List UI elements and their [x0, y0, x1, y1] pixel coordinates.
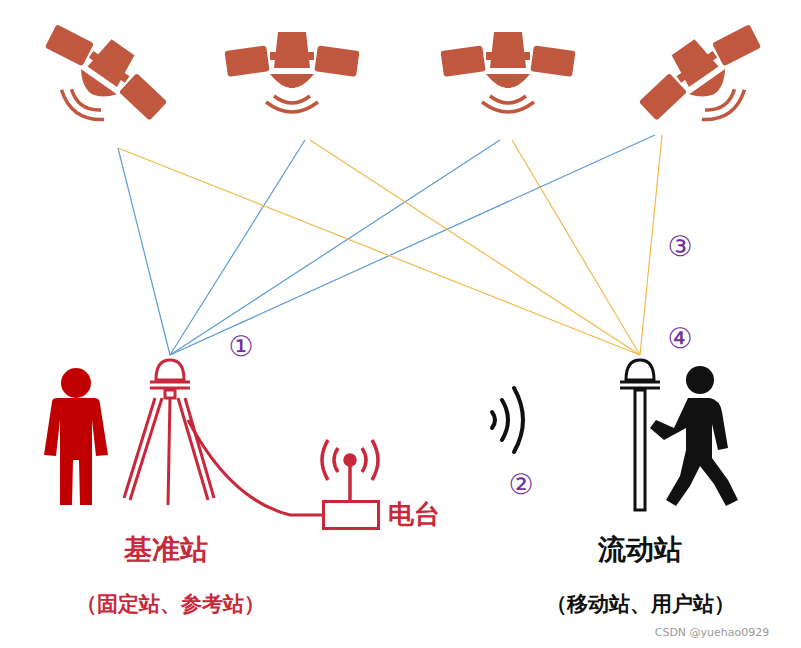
radio-box — [322, 500, 380, 530]
satellites — [22, 8, 785, 151]
rover-person — [650, 366, 738, 506]
base-station — [124, 360, 322, 515]
satellite — [224, 32, 359, 112]
rover-station — [620, 360, 660, 510]
satellite — [628, 8, 785, 151]
satellite — [22, 8, 179, 151]
station-title: 基准站 — [124, 531, 208, 569]
satellite — [440, 32, 575, 112]
radio-waves — [492, 388, 523, 452]
callout-number: ④ — [667, 322, 692, 355]
station-title: 流动站 — [598, 531, 682, 569]
radio-label: 电台 — [388, 497, 440, 532]
radio-antenna — [322, 440, 378, 500]
base-person — [44, 368, 108, 505]
station-aliases: （固定站、参考站） — [76, 590, 265, 618]
radio-unit: 电台 — [322, 497, 440, 532]
callout-number: ① — [228, 330, 253, 363]
callout-number: ② — [508, 468, 533, 501]
watermark: CSDN @yuehao0929 — [655, 626, 770, 639]
signal-lines — [118, 135, 662, 355]
station-aliases: （移动站、用户站） — [546, 590, 735, 618]
callout-number: ③ — [667, 230, 692, 263]
